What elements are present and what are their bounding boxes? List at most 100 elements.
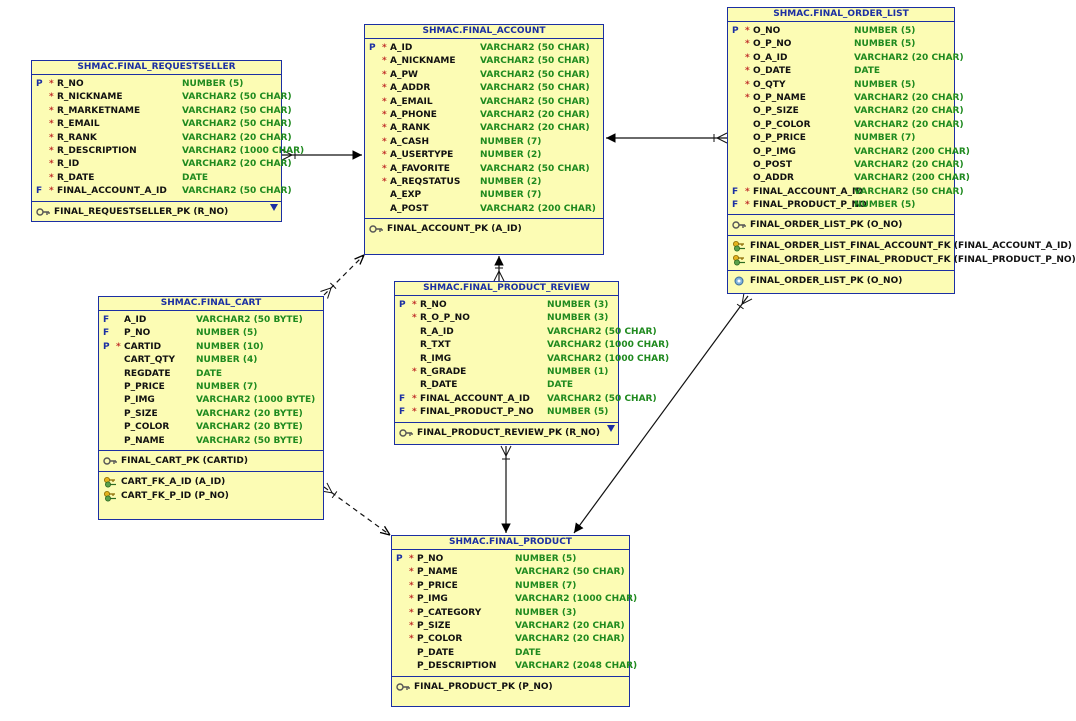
relationship-cart-to-product[interactable] [323,486,390,535]
column-mandatory-flag: * [745,39,750,50]
constraint-item[interactable]: CART_FK_A_ID (A_ID) [99,475,323,489]
column-key-flag: F [732,186,739,197]
constraint-item[interactable]: FINAL_ACCOUNT_PK (A_ID) [365,222,603,236]
foreign-key-icon [103,490,117,502]
relationship-orderlist-to-product[interactable] [573,295,749,534]
column-name: P_NAME [124,435,165,446]
constraint-item[interactable]: FINAL_ORDER_LIST_PK (O_NO) [728,218,954,232]
primary-key-icon [732,219,746,231]
constraint-item[interactable]: FINAL_ORDER_LIST_PK (O_NO) [728,274,954,288]
column-mandatory-flag: * [412,366,417,377]
column-name: O_P_COLOR [753,119,811,130]
constraint-item[interactable]: CART_FK_P_ID (P_NO) [99,489,323,503]
column-type: VARCHAR2 (20 CHAR) [854,92,964,103]
column-name: A_REQSTATUS [390,176,461,187]
constraint-item[interactable]: FINAL_REQUESTSELLER_PK (R_NO) [32,205,281,219]
constraint-item[interactable]: FINAL_ORDER_LIST_FINAL_PRODUCT_FK (FINAL… [728,253,1076,267]
column-key-flag: P [369,43,376,53]
relationship-cart-to-account[interactable] [323,255,364,296]
column-mandatory-flag: * [745,92,750,103]
constraint-item[interactable]: FINAL_PRODUCT_REVIEW_PK (R_NO) [395,426,618,440]
scroll-down-icon[interactable] [607,424,615,432]
constraint-item[interactable]: FINAL_ORDER_LIST_FINAL_ACCOUNT_FK (FINAL… [728,239,1072,253]
relationship-lines [281,132,753,721]
scroll-down-icon[interactable] [270,203,278,211]
column-name: O_P_PRICE [753,133,806,144]
constraint-item[interactable]: FINAL_PRODUCT_PK (P_NO) [392,680,629,694]
constraint-item[interactable]: FINAL_CART_PK (CARTID) [99,454,323,468]
